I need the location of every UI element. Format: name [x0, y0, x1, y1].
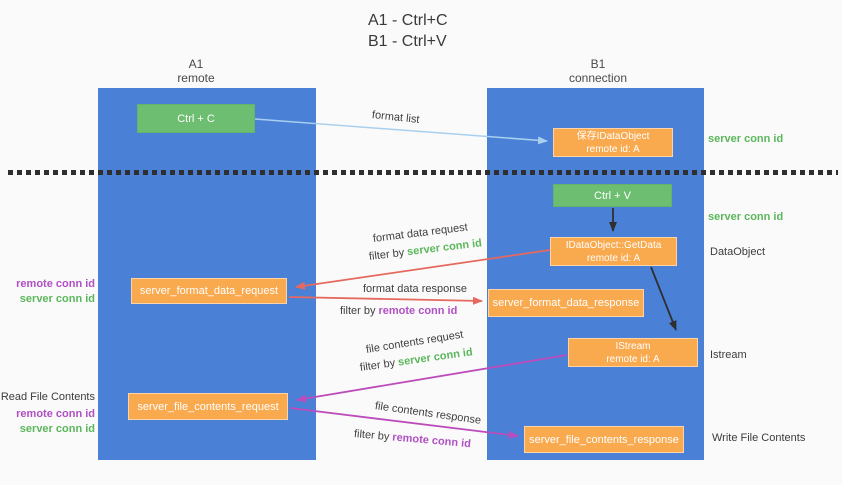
arrow-format-data-request [295, 249, 551, 290]
arrow-file-contents-request [296, 354, 568, 403]
label-filter-by-remote-1-prefix: filter by [340, 305, 376, 317]
node-server-file-contents-request: server_file_contents_request [128, 393, 288, 420]
node-istream-line2: remote id: A [606, 353, 660, 365]
left-format-remote-conn-id: remote conn id [16, 278, 95, 290]
left-format-server-conn-id: server conn id [19, 293, 95, 305]
column-b-subtitle: connection [568, 71, 628, 85]
node-server-format-data-response: server_format_data_response [488, 289, 644, 317]
column-b-name: B1 [590, 57, 606, 71]
node-save-idataobject: 保存IDataObject remote id: A [553, 128, 673, 157]
column-a-header: A1 remote [136, 57, 256, 85]
left-file-remote-conn-id: remote conn id [16, 408, 95, 420]
left-file-annotations: Read File Contents remote conn id server… [0, 390, 95, 437]
node-save-idataobject-line2: remote id: A [586, 143, 640, 155]
right-save-server-conn-id: server conn id [708, 133, 784, 145]
arrow-file-contents-response [289, 407, 519, 439]
left-file-server-conn-id: server conn id [19, 423, 95, 435]
node-server-format-data-request: server_format_data_request [131, 278, 287, 304]
label-format-data-response: format data response [363, 283, 467, 295]
node-getdata-line1: IDataObject::GetData [565, 239, 662, 251]
node-istream: IStream remote id: A [568, 338, 698, 367]
node-istream-line1: IStream [615, 340, 651, 352]
dataobject-label: DataObject [710, 246, 766, 258]
node-ctrl-v: Ctrl + V [553, 184, 672, 207]
istream-label: Istream [710, 349, 747, 361]
read-file-contents-label: Read File Contents [0, 391, 95, 403]
column-a-subtitle: remote [177, 71, 215, 85]
label-filter-by-remote-1-keyword: remote conn id [378, 305, 458, 317]
arrow-format-list [254, 118, 548, 145]
title-line-2: B1 - Ctrl+V [368, 33, 447, 50]
arrow-format-data-response [288, 296, 483, 305]
arrow-getdata-to-istream [650, 266, 677, 331]
column-a-name: A1 [188, 57, 204, 71]
node-getdata-line2: remote id: A [586, 252, 641, 264]
node-idataobject-getdata: IDataObject::GetData remote id: A [550, 237, 677, 266]
left-format-conn-ids: remote conn id server conn id [0, 277, 95, 307]
write-file-contents-label: Write File Contents [712, 432, 806, 444]
dotted-divider-line [8, 170, 838, 175]
column-b-header: B1 connection [538, 57, 658, 85]
node-ctrl-c: Ctrl + C [137, 104, 255, 133]
title-line-1: A1 - Ctrl+C [368, 12, 448, 29]
node-save-idataobject-line1: 保存IDataObject [576, 130, 650, 142]
right-ctrlv-server-conn-id: server conn id [708, 211, 784, 223]
diagram-title: A1 - Ctrl+C B1 - Ctrl+V [368, 10, 448, 52]
node-server-file-contents-response: server_file_contents_response [524, 426, 684, 453]
